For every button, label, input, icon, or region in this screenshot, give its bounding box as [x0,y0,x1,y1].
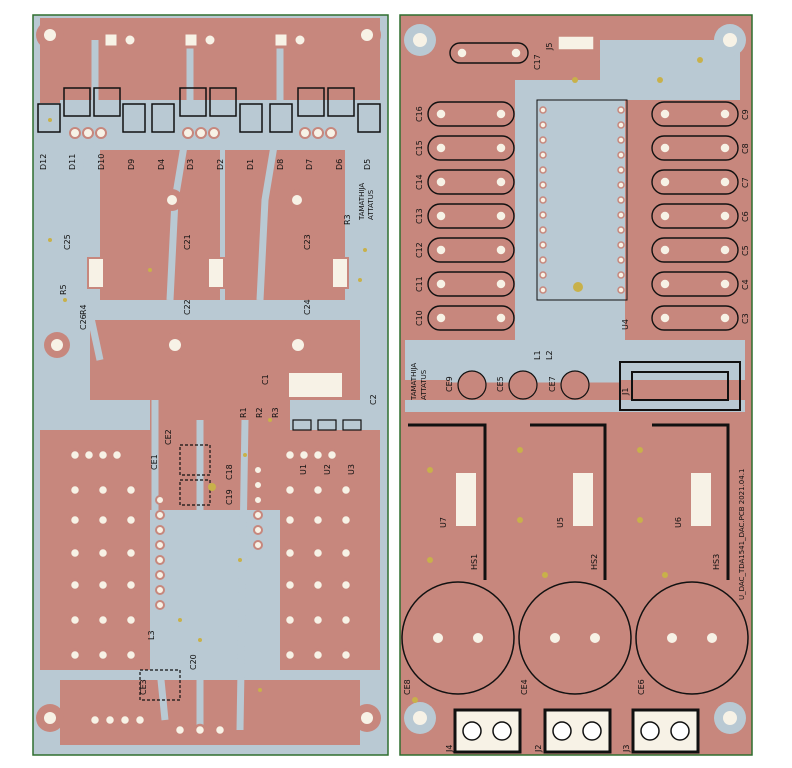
label-c10: C10 [415,310,424,326]
label-ce5: CE5 [496,376,505,392]
label-hs3: HS3 [712,554,721,570]
label-c25: C25 [63,234,72,250]
label-l1: L1 [533,350,542,360]
label-r2: R2 [255,407,264,418]
label-c18: C18 [225,464,234,480]
label-c24: C24 [303,299,312,315]
right-side-text: U_DAC_TDA1541_DAC.PCB 2021.04.1 [738,469,746,600]
label-r4: R4 [79,304,88,315]
label-c9: C9 [741,109,750,120]
label-c23: C23 [303,234,312,250]
right-board: C16 C15 C14 C13 C12 C11 C10 C9 C8 C7 C6 … [399,14,753,756]
label-c26: C26 [79,314,88,330]
label-c12: C12 [415,242,424,258]
right-logo-line2: ATTATUS [420,369,428,400]
label-j4: J4 [445,745,454,753]
label-c1: C1 [261,374,270,385]
label-j1: J1 [621,388,630,396]
label-c13: C13 [415,208,424,224]
right-silkscreen-labels: C16 C15 C14 C13 C12 C11 C10 C9 C8 C7 C6 … [403,43,750,753]
label-d1: D1 [246,159,255,170]
label-d10: D10 [97,154,106,170]
label-c5: C5 [741,245,750,256]
label-c4: C4 [741,279,750,290]
label-d11: D11 [68,154,77,170]
label-l2: L2 [545,350,554,360]
label-ce4: CE4 [520,679,529,695]
label-r3-mid: R3 [271,407,280,418]
label-r1: R1 [239,407,248,418]
label-c6: C6 [741,211,750,222]
left-logo-line1: TAMATHIJA [358,183,366,221]
label-d9: D9 [127,159,136,170]
label-u5: U5 [556,517,565,528]
label-ce1: CE1 [150,454,159,470]
label-c15: C15 [415,140,424,156]
label-r3-top: R3 [343,214,352,225]
left-silkscreen-labels: D12 D11 D10 D9 D4 D3 D2 D1 D8 D7 D6 D5 C… [39,154,378,695]
label-ce8: CE8 [403,679,412,695]
label-ce9: CE9 [445,376,454,392]
label-d3: D3 [186,159,195,170]
label-d7: D7 [305,159,314,170]
label-u4: U4 [621,319,630,330]
label-c2: C2 [369,394,378,405]
label-d8: D8 [276,159,285,170]
label-d2: D2 [216,159,225,170]
label-hs2: HS2 [590,554,599,570]
label-hs1: HS1 [470,554,479,570]
label-r5: R5 [59,284,68,295]
label-c3: C3 [741,313,750,324]
label-d4: D4 [157,159,166,170]
label-ce3: CE3 [139,679,148,695]
label-u1: U1 [299,464,308,475]
label-l3: L3 [147,630,156,640]
label-u3: U3 [347,464,356,475]
right-logo-line1: TAMATHIJA [410,363,418,401]
label-c8: C8 [741,143,750,154]
label-ce7: CE7 [548,376,557,392]
label-d12: D12 [39,154,48,170]
label-ce6: CE6 [637,679,646,695]
label-j3: J3 [622,745,631,753]
label-c17: C17 [533,54,542,70]
label-d6: D6 [335,159,344,170]
label-c11: C11 [415,276,424,292]
label-c21: C21 [183,234,192,250]
left-board: D12 D11 D10 D9 D4 D3 D2 D1 D8 D7 D6 D5 C… [32,14,389,756]
label-j2: J2 [534,745,543,753]
label-c19: C19 [225,489,234,505]
label-d5: D5 [363,159,372,170]
label-c22: C22 [183,299,192,315]
label-u7: U7 [439,517,448,528]
label-c7: C7 [741,177,750,188]
left-logo-line2: ATTATUS [367,189,375,220]
label-c14: C14 [415,174,424,190]
label-c20: C20 [189,654,198,670]
label-u6: U6 [674,517,683,528]
label-ce2: CE2 [164,429,173,445]
label-u2: U2 [323,464,332,475]
label-j5: J5 [545,43,554,51]
label-c16: C16 [415,106,424,122]
